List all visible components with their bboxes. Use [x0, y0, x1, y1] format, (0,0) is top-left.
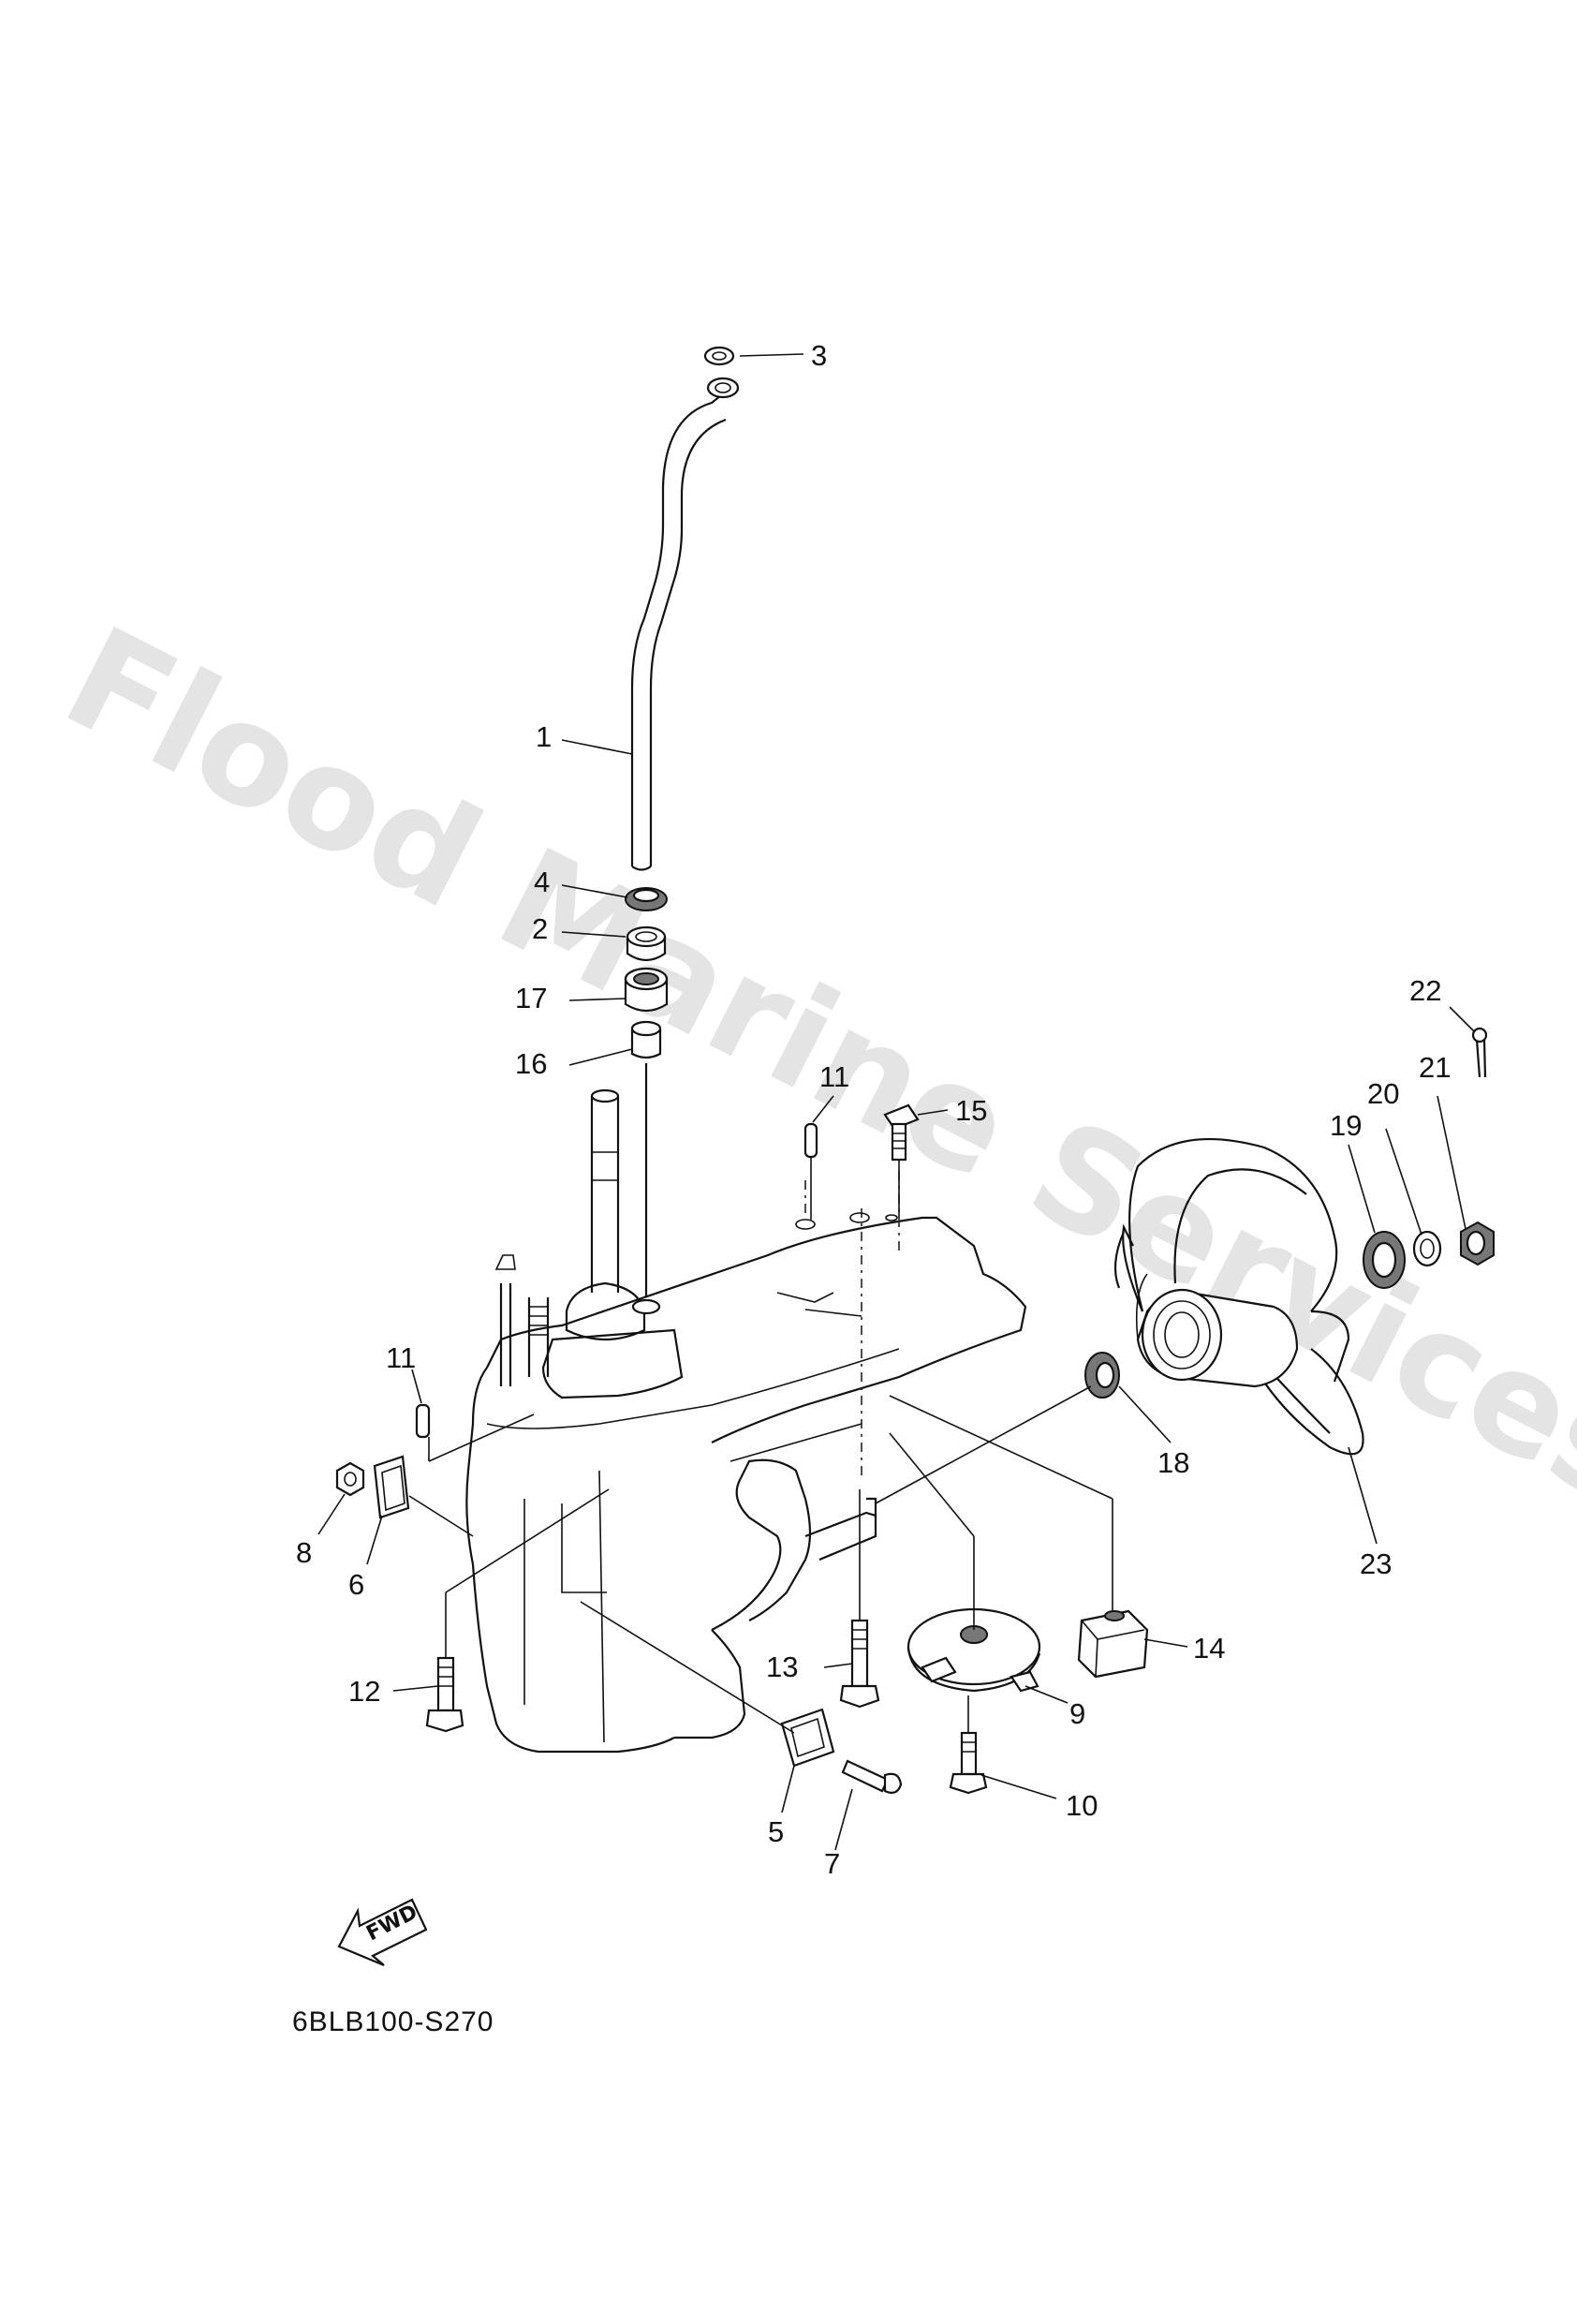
callout-7: 7	[824, 1847, 840, 1880]
bolt-part-10	[949, 1731, 988, 1795]
bolt-part-15	[883, 1103, 920, 1162]
fwd-arrow: FWD	[337, 1898, 428, 1967]
callout-2: 2	[532, 912, 548, 945]
callout-4: 4	[534, 866, 550, 898]
assembly-lines	[408, 1157, 1113, 1734]
callout-10: 10	[1066, 1789, 1098, 1822]
watermark: Flood Marine Services	[41, 597, 1577, 1537]
callout-14: 14	[1193, 1632, 1225, 1665]
lower-casing	[465, 1088, 1027, 1754]
diagram-code: 6BLB100-S270	[292, 2006, 494, 2037]
callout-16: 16	[515, 1047, 547, 1080]
propeller-part-23	[1113, 1138, 1364, 1456]
callout-22: 22	[1409, 974, 1441, 1007]
callout-11-top: 11	[819, 1060, 849, 1093]
plate-part-6	[373, 1455, 410, 1519]
trim-tab-anode-part-9	[906, 1607, 1041, 1693]
spacer-part-19	[1363, 1231, 1406, 1289]
callout-5: 5	[768, 1815, 784, 1848]
anode-part-14	[1077, 1609, 1149, 1679]
washer-part-20	[1412, 1230, 1442, 1267]
water-tube	[630, 377, 740, 871]
callout-23: 23	[1360, 1547, 1392, 1580]
callout-20: 20	[1367, 1077, 1399, 1110]
callout-leaders	[317, 353, 1476, 1851]
callout-8: 8	[296, 1536, 312, 1569]
nut-part-21	[1460, 1221, 1495, 1266]
callout-labels: 3 1 4 2 17 16 11 15 11 8 6 12 13 14 9 10…	[296, 339, 1451, 1880]
bolt-part-13	[839, 1619, 880, 1709]
seal-part-4	[625, 887, 668, 911]
callout-21: 21	[1419, 1051, 1451, 1084]
callout-11-left: 11	[386, 1341, 416, 1374]
spacer-part-18	[1084, 1352, 1120, 1399]
grommet-part-17	[624, 967, 669, 1013]
callout-12: 12	[348, 1675, 380, 1708]
callout-18: 18	[1157, 1446, 1189, 1479]
plate-part-5	[780, 1708, 835, 1768]
nut-part-8	[335, 1461, 365, 1497]
callout-19: 19	[1330, 1109, 1362, 1142]
cotter-pin-part-22	[1471, 1027, 1488, 1078]
dowel-pin-part-11-left	[415, 1403, 431, 1439]
callout-9: 9	[1069, 1697, 1085, 1730]
collar-part-16	[630, 1020, 662, 1059]
bolt-part-7	[841, 1759, 903, 1794]
bolt-part-12	[425, 1656, 464, 1733]
grommet-part-3	[703, 346, 735, 366]
callout-3: 3	[811, 339, 827, 372]
callout-15: 15	[955, 1094, 987, 1127]
callout-1: 1	[536, 720, 552, 753]
seal-part-2	[626, 925, 667, 962]
callout-17: 17	[515, 982, 547, 1014]
callout-6: 6	[348, 1568, 364, 1601]
callout-13: 13	[766, 1650, 798, 1683]
dowel-pin-part-11-top	[803, 1122, 818, 1159]
